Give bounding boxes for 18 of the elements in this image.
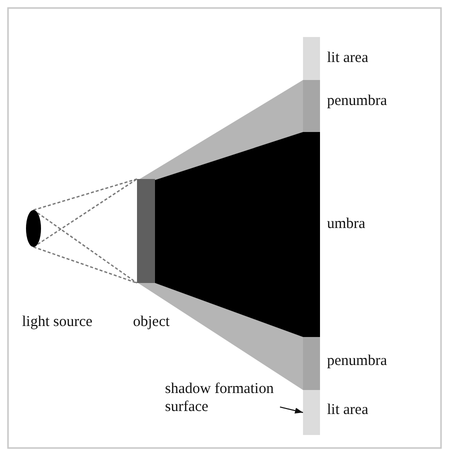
caption-text: light source [22, 314, 92, 331]
band-label: umbra [327, 216, 366, 233]
arrow [280, 406, 304, 414]
umbra-band [303, 132, 320, 337]
band-label: penumbra [327, 93, 387, 110]
light-ray [33, 246, 138, 284]
caption-text: shadow formation surface [165, 380, 280, 416]
light-ray [33, 209, 138, 284]
band-label: lit area [327, 402, 368, 419]
lit-area-band [303, 390, 320, 435]
band-label: penumbra [327, 353, 387, 370]
object-bar [137, 179, 155, 283]
caption-text: object [133, 314, 170, 331]
light-source-ellipse [26, 210, 41, 247]
penumbra-band [303, 337, 320, 390]
band-label: lit area [327, 50, 368, 67]
lit-area-band [303, 37, 320, 80]
penumbra-band [303, 80, 320, 132]
